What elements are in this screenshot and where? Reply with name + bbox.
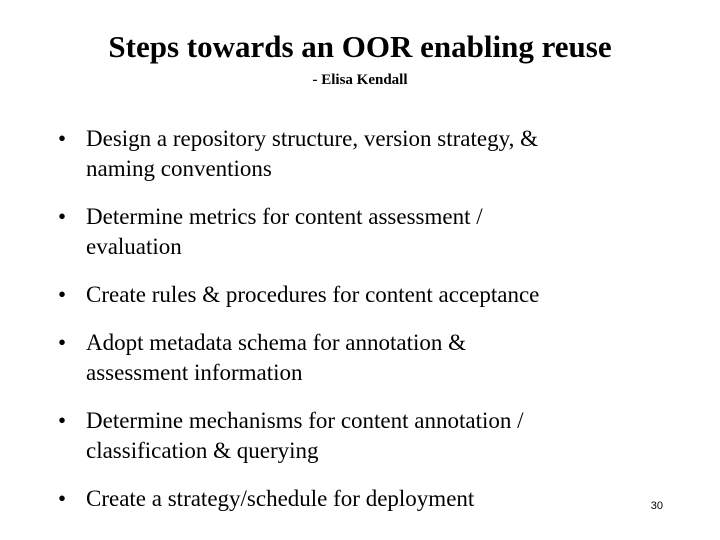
list-item: • Create a strategy/schedule for deploym… — [52, 484, 672, 514]
list-item-text: Create a strategy/schedule for deploymen… — [86, 486, 475, 511]
bullet-point-icon: • — [58, 204, 67, 229]
list-item-text: Create rules & procedures for content ac… — [86, 282, 540, 307]
bullet-point-icon: • — [58, 126, 67, 151]
list-item: • Determine metrics for content assessme… — [52, 202, 672, 262]
list-item-text: Design a repository structure, version s… — [86, 126, 539, 181]
list-item: • Adopt metadata schema for annotation &… — [52, 328, 672, 388]
bullet-point-icon: • — [58, 486, 67, 511]
slide-number: 30 — [650, 500, 663, 512]
bullet-point-icon: • — [58, 330, 67, 355]
bullet-point-icon: • — [58, 282, 67, 307]
slide-subtitle-author: - Elisa Kendall — [312, 72, 408, 88]
page-title: Steps towards an OOR enabling reuse — [108, 29, 612, 64]
list-item: • Determine mechanisms for content annot… — [52, 406, 672, 466]
list-item: • Create rules & procedures for content … — [52, 280, 672, 310]
bullet-list: • Design a repository structure, version… — [52, 124, 672, 514]
slide-title-block: Steps towards an OOR enabling reuse - El… — [0, 30, 720, 89]
list-item-text: Determine mechanisms for content annotat… — [86, 408, 524, 463]
list-item-text: Adopt metadata schema for annotation & a… — [86, 330, 467, 385]
list-item: • Design a repository structure, version… — [52, 124, 672, 184]
bullet-point-icon: • — [58, 408, 67, 433]
list-item-text: Determine metrics for content assessment… — [86, 204, 483, 259]
